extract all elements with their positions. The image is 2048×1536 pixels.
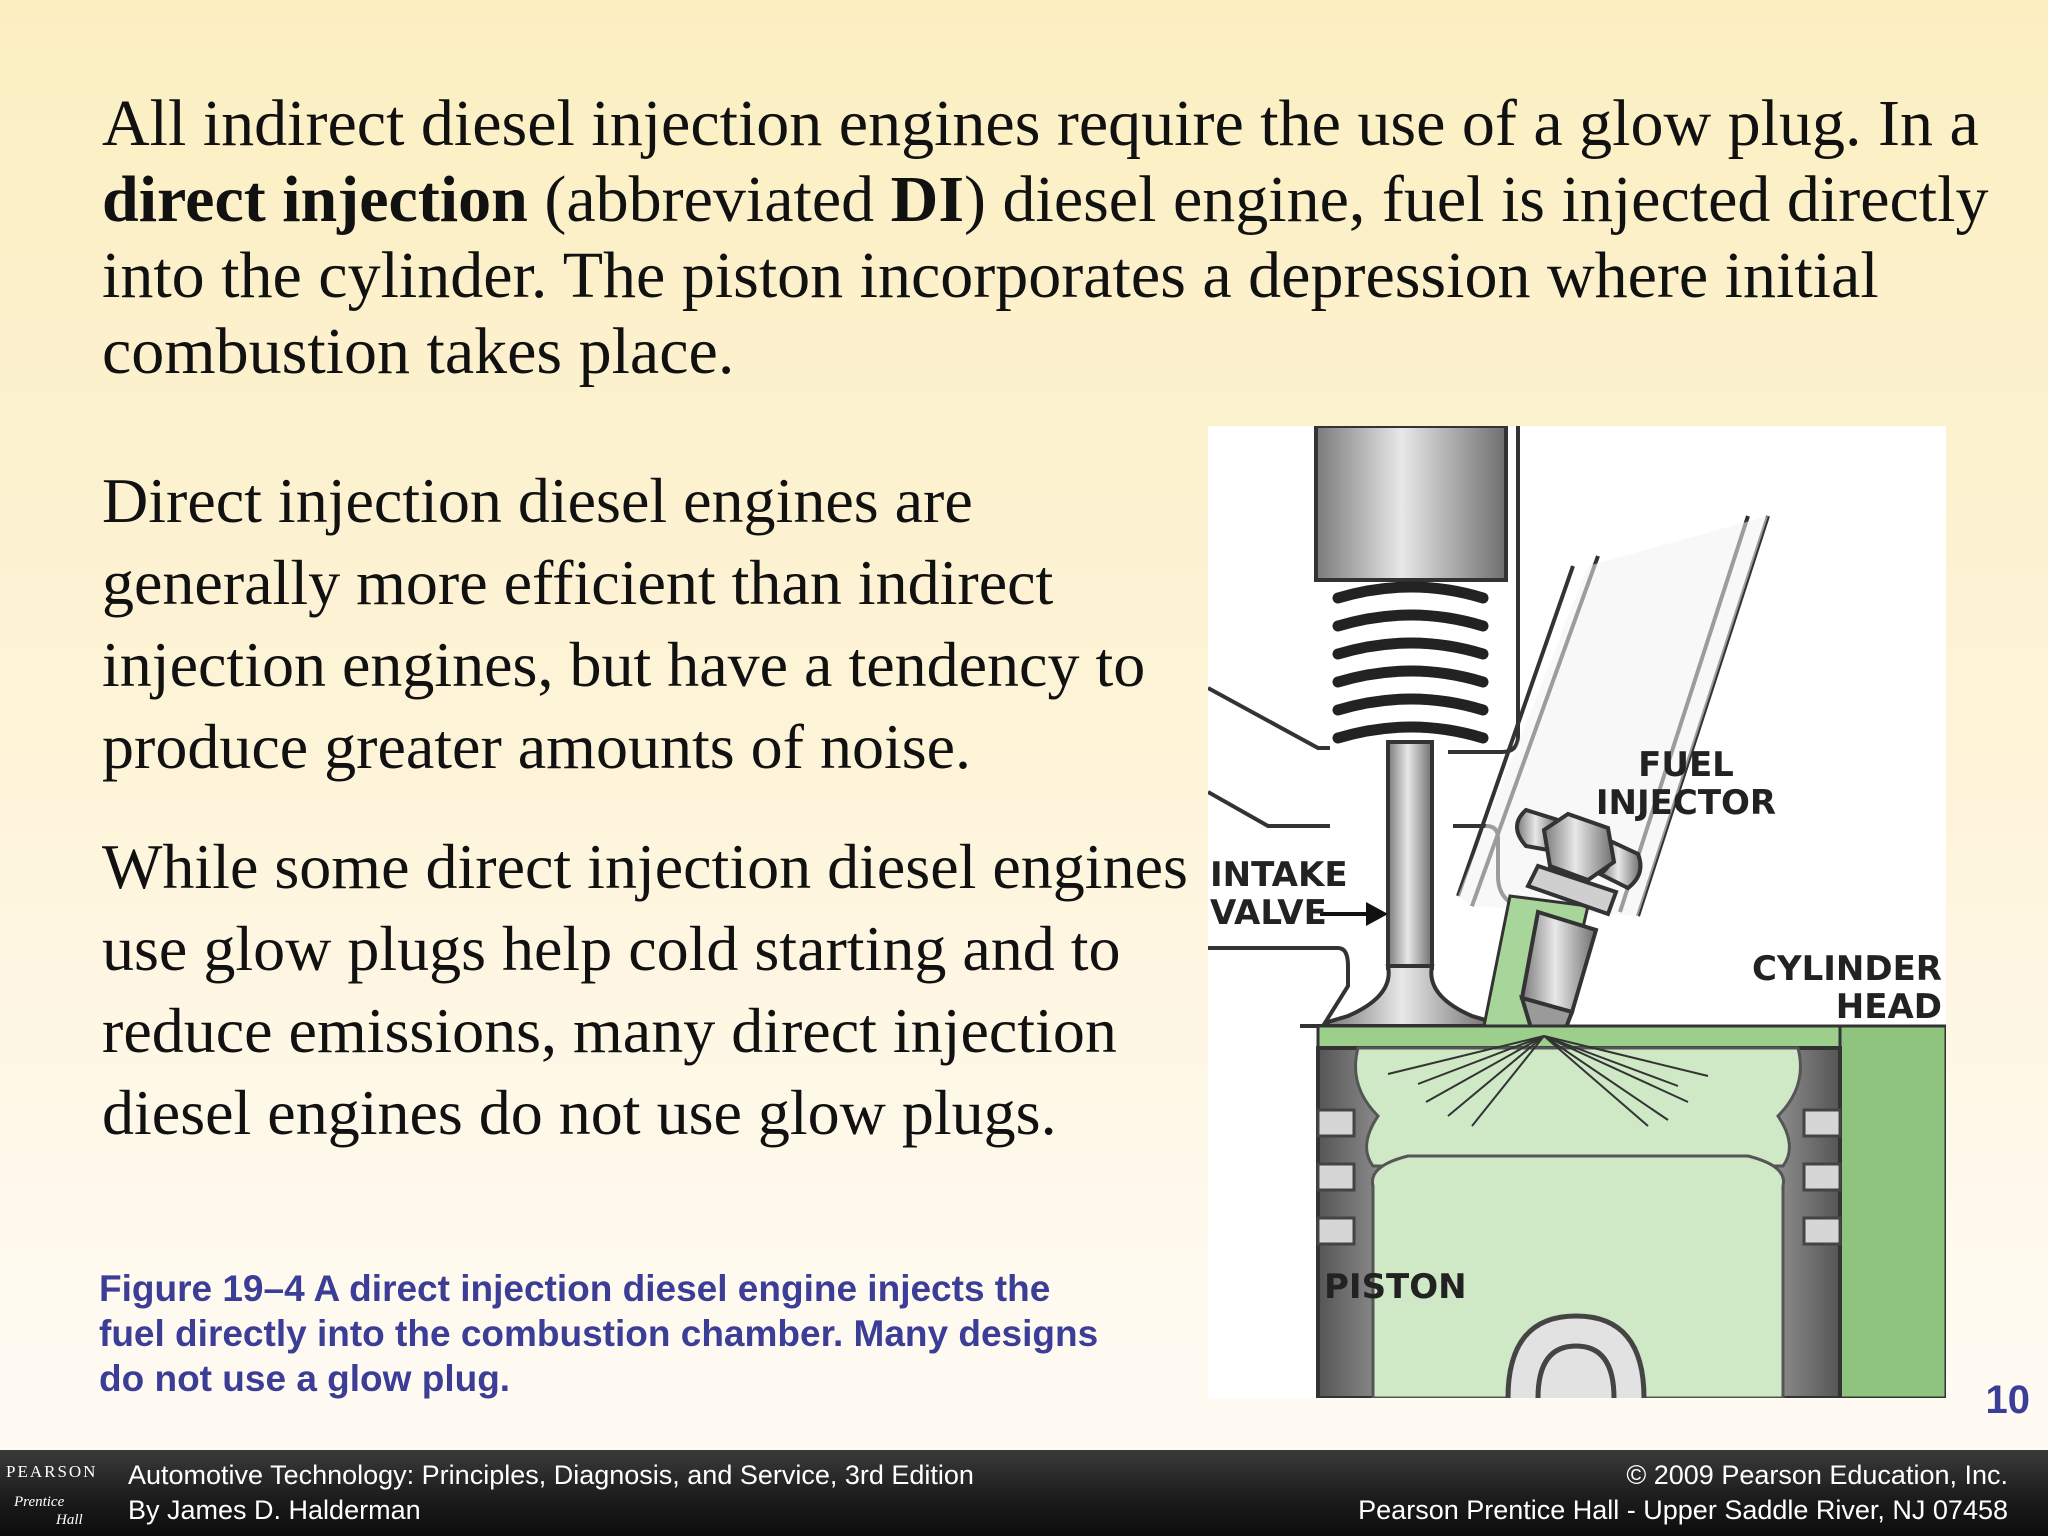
term-di: DI (890, 163, 965, 236)
book-title: Automotive Technology: Principles, Diagn… (128, 1460, 974, 1490)
logo-prentice: Prentice (14, 1494, 65, 1510)
intro-text-2: (abbreviated (527, 163, 891, 236)
intro-text-3: ) diesel engine, fuel is injected direct… (102, 163, 1989, 388)
publisher: Pearson Prentice Hall - Upper Saddle Riv… (1358, 1495, 2008, 1525)
label-head: HEAD (1836, 987, 1942, 1027)
intro-paragraph: All indirect diesel injection engines re… (102, 86, 2022, 390)
piston-interior (1370, 1154, 1786, 1398)
figure-caption: Figure 19–4 A direct injection diesel en… (99, 1268, 1099, 1399)
fuel-spray (1387, 1035, 1709, 1127)
combustion-bowl (1354, 1046, 1802, 1168)
fuel-injector-icon (1515, 807, 1643, 1047)
cylinder-wall-right (1838, 1024, 1946, 1398)
valve-spring-icon (1332, 581, 1489, 744)
label-valve: VALVE (1210, 893, 1327, 933)
label-fuel: FUEL (1638, 745, 1734, 785)
glow-plug-paragraph: While some direct injection diesel engin… (102, 831, 1188, 1148)
valve-stem (1386, 740, 1434, 970)
engine-diagram-svg: FUEL INJECTOR INTAKE VALVE CYLINDER HEAD… (1208, 426, 1946, 1398)
label-intake: INTAKE (1210, 855, 1348, 895)
efficiency-paragraph: Direct injection diesel engines are gene… (102, 465, 1146, 782)
valve-cap (1314, 426, 1508, 582)
footer-bar: PEARSON Prentice Hall Automotive Technol… (0, 1450, 2048, 1536)
label-piston: PISTON (1324, 1267, 1467, 1307)
label-injector: INJECTOR (1596, 783, 1776, 823)
logo-pearson: PEARSON (6, 1462, 98, 1481)
page-number: 10 (1985, 1378, 2031, 1422)
intro-text-1: All indirect diesel injection engines re… (102, 87, 1979, 160)
copyright: © 2009 Pearson Education, Inc. (1626, 1460, 2008, 1490)
label-cylinder: CYLINDER (1752, 949, 1942, 989)
term-direct-injection: direct injection (102, 163, 528, 236)
logo-hall: Hall (56, 1512, 83, 1528)
engine-diagram: FUEL INJECTOR INTAKE VALVE CYLINDER HEAD… (1208, 426, 1946, 1398)
intake-valve-arrow (1320, 902, 1388, 926)
intake-valve-head (1326, 964, 1494, 1028)
piston-rings (1316, 1108, 1842, 1246)
book-author: By James D. Halderman (128, 1495, 421, 1525)
pearson-prentice-hall-logo: PEARSON Prentice Hall (0, 1450, 100, 1536)
